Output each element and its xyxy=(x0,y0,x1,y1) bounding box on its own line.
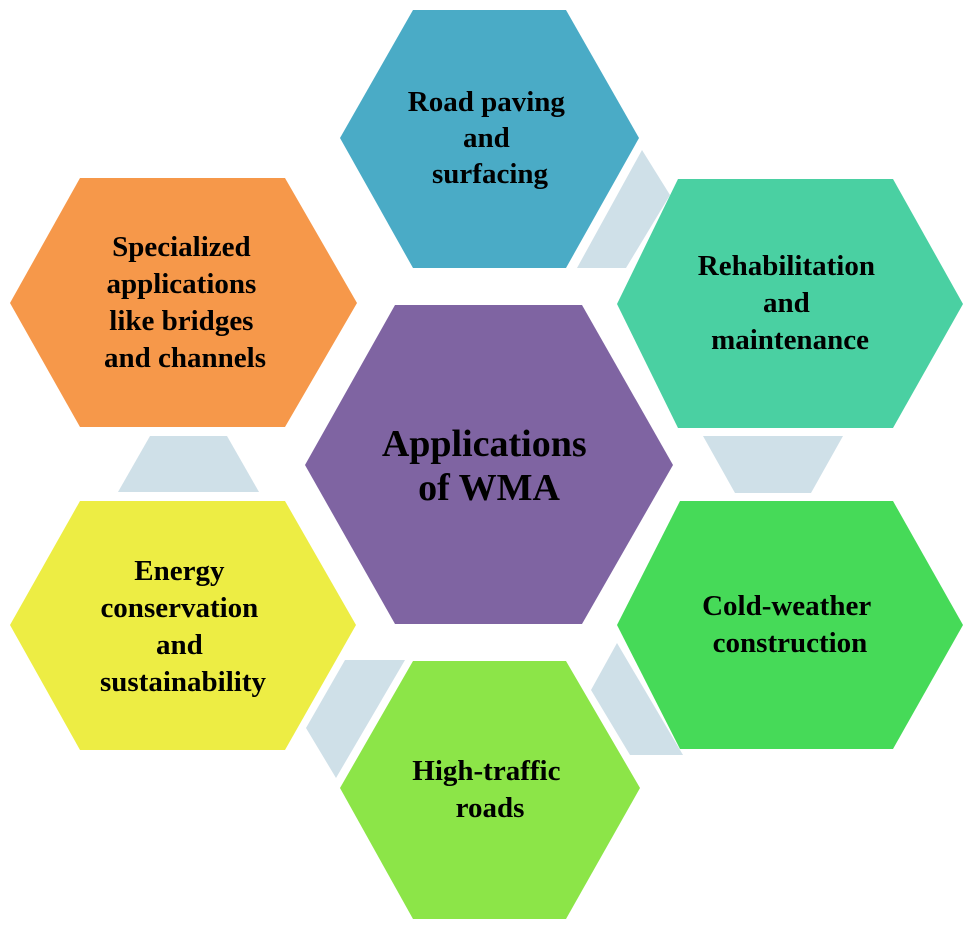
hexagon-shape xyxy=(340,661,640,919)
hexagon-shape xyxy=(617,501,963,749)
hexagon-label: Energy conservation and sustainability xyxy=(100,555,266,698)
hexagon-label: High-traffic roads xyxy=(412,755,567,824)
hexagon-label: Rehabilitation and maintenance xyxy=(698,250,883,356)
hexagon-shape xyxy=(617,179,963,428)
hexagon-shape xyxy=(305,305,673,624)
connector-bottom-right xyxy=(591,643,683,755)
hexagon-specialized-applications: Specialized applications like bridges an… xyxy=(10,178,357,427)
hexagon-label: Cold-weather construction xyxy=(702,590,878,659)
center-label: Applications of WMA xyxy=(382,423,596,509)
hexagon-label: Road paving and surfacing xyxy=(408,86,572,190)
connectors xyxy=(118,150,843,778)
connector-left xyxy=(118,436,259,492)
connector-right xyxy=(703,436,843,493)
connector-bottom-left xyxy=(306,660,405,778)
connector-top-right xyxy=(577,150,670,268)
hexagon-label: Specialized applications like bridges an… xyxy=(104,231,266,374)
hexagon-road-paving: Road paving and surfacing xyxy=(340,10,639,268)
hexagon-energy-conservation: Energy conservation and sustainability xyxy=(10,501,356,750)
hexagon-cold-weather: Cold-weather construction xyxy=(617,501,963,749)
hexagon-center-applications-of-wma: Applications of WMA xyxy=(305,305,673,624)
hexagon-high-traffic: High-traffic roads xyxy=(340,661,640,919)
hexagon-shape xyxy=(10,501,356,750)
hexagon-shape xyxy=(340,10,639,268)
hexagon-rehabilitation: Rehabilitation and maintenance xyxy=(617,179,963,428)
hexagon-shape xyxy=(10,178,357,427)
